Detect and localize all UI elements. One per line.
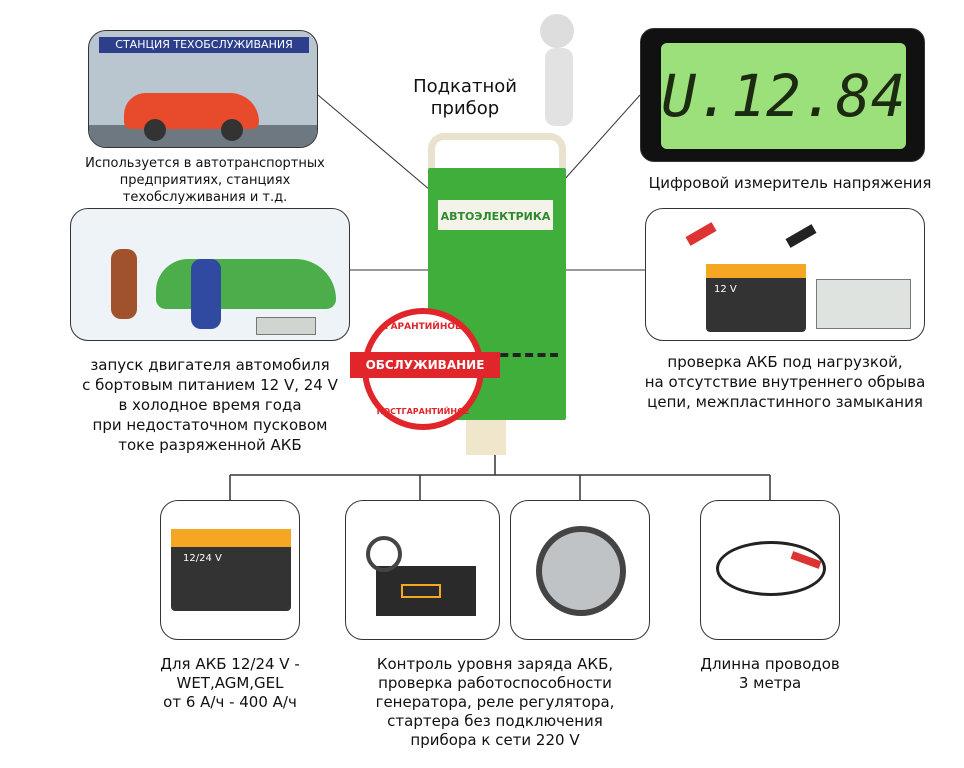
charge-control-caption: Контроль уровня заряда АКБ,проверка рабо… — [375, 655, 615, 749]
device-handle — [428, 133, 566, 173]
cable-image — [716, 541, 826, 596]
stamp-top-text: ГАРАНТИЙНОЕ — [384, 322, 462, 332]
battery-label: 12 V — [714, 284, 737, 295]
load-test-image: 12 V — [645, 208, 925, 341]
station-banner: СТАНЦИЯ ТЕХОБСЛУЖИВАНИЯ — [99, 37, 309, 53]
stamp-ribbon: ОБСЛУЖИВАНИЕ — [350, 352, 500, 378]
battery-label: 12/24 V — [183, 553, 222, 564]
stamp-bottom-text: ПОСТГАРАНТИЙНОЕ — [376, 407, 470, 416]
alternator-image — [536, 526, 626, 616]
feature-charge-control — [345, 500, 500, 640]
mascot-figure — [540, 14, 574, 48]
voltage-reading: U.12.84 — [661, 43, 906, 149]
feature-cable-length — [700, 500, 840, 640]
cold-start-image — [70, 208, 350, 341]
display-caption: Цифровой измеритель напряжения — [648, 174, 932, 192]
feature-battery-types: 12/24 V — [160, 500, 300, 640]
load-test-caption: проверка АКБ под нагрузкой,на отсутствие… — [644, 353, 926, 411]
service-station-image: СТАНЦИЯ ТЕХОБСЛУЖИВАНИЯ — [88, 30, 318, 148]
magnifier-icon — [366, 536, 402, 572]
voltmeter-display: U.12.84 — [640, 28, 925, 162]
feature-generator — [510, 500, 650, 640]
brand-label: АВТОЭЛЕКТРИКА — [438, 200, 553, 230]
